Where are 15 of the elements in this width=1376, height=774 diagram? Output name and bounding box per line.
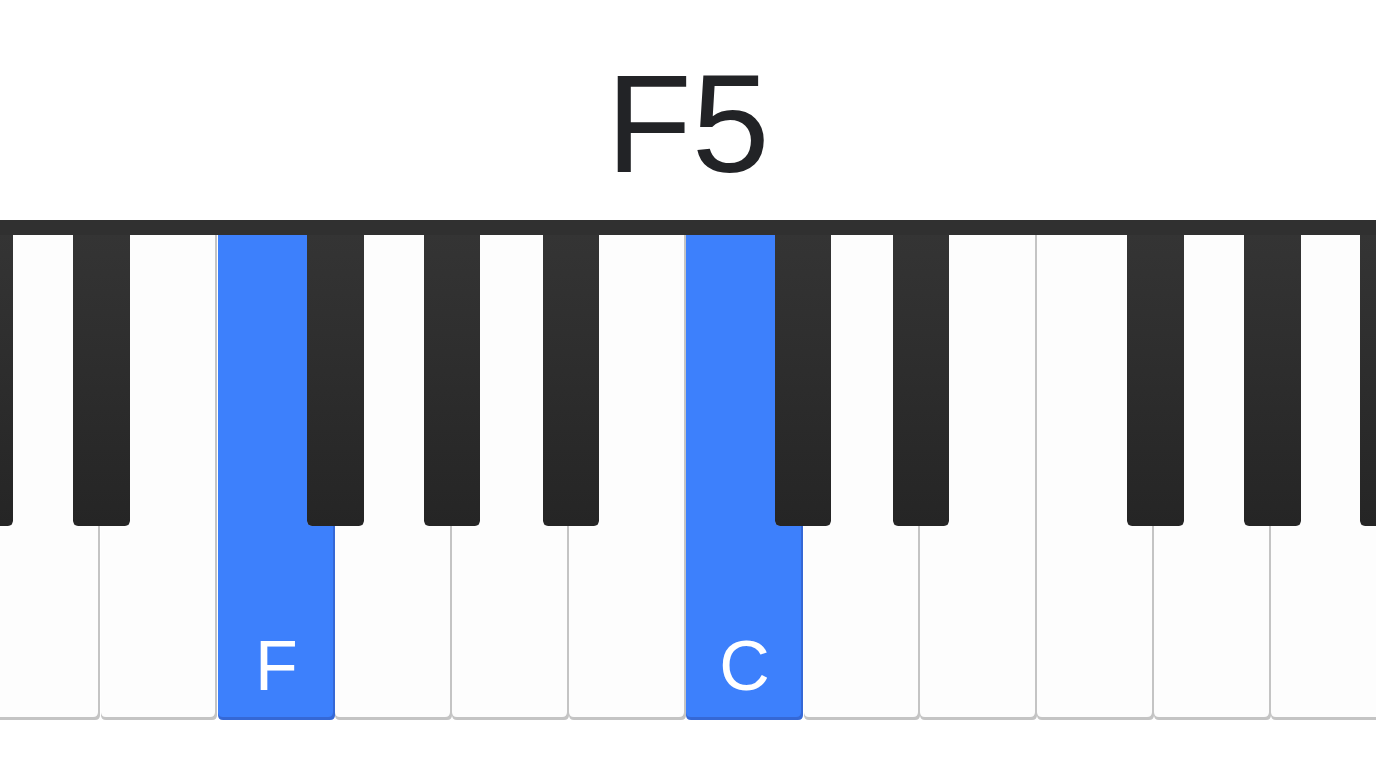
chord-title: F5 xyxy=(606,54,770,194)
note-label: F xyxy=(255,631,298,701)
piano-key xyxy=(1037,235,1154,720)
piano-key xyxy=(1271,235,1376,720)
piano-key xyxy=(569,235,686,720)
highlighted-piano-key xyxy=(686,235,803,720)
piano-key xyxy=(335,235,452,720)
piano-key xyxy=(452,235,569,720)
piano-key xyxy=(920,235,1037,720)
piano-key xyxy=(804,235,920,720)
highlighted-piano-key xyxy=(218,235,335,720)
note-label: C xyxy=(719,631,770,701)
piano-key xyxy=(1154,235,1271,720)
piano-key xyxy=(101,235,217,720)
piano-key xyxy=(0,235,100,720)
